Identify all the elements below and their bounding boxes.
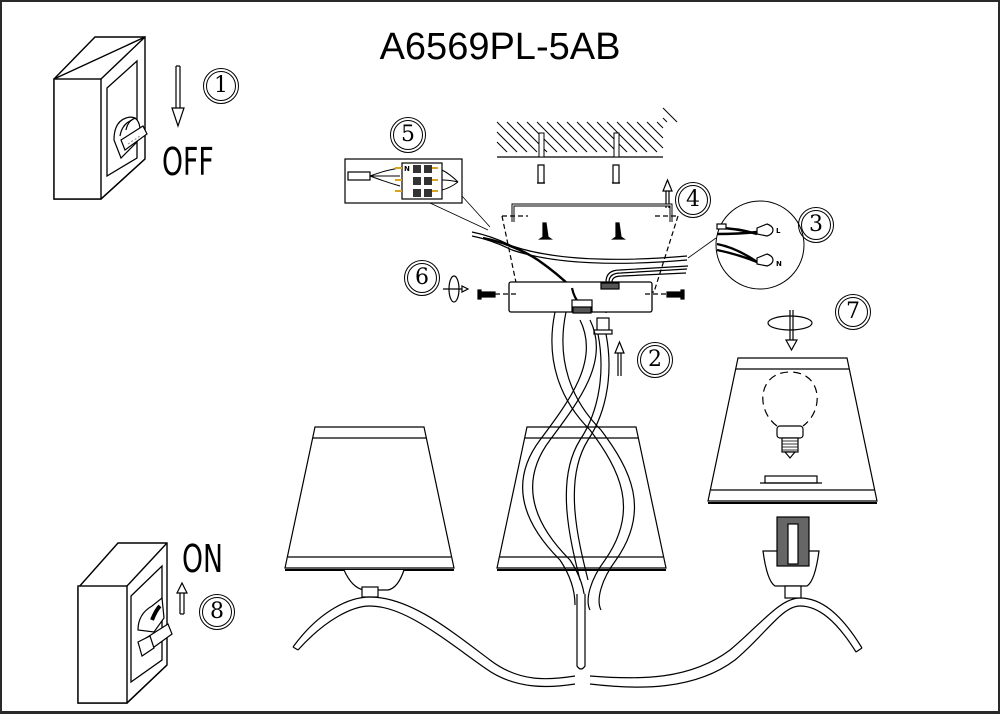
on-label: ON xyxy=(182,537,223,581)
ceiling-hatch xyxy=(496,107,678,158)
step-number: 6 xyxy=(415,265,429,290)
step-number: 5 xyxy=(401,122,415,147)
hatch-line xyxy=(656,121,664,129)
step-1-badge: 1 xyxy=(203,68,239,104)
arrow-up-step2 xyxy=(614,340,625,376)
step-5-badge: 5 xyxy=(390,117,426,153)
hatch-line xyxy=(536,121,568,153)
switch-on-icon xyxy=(77,542,173,704)
step-6-badge: 6 xyxy=(404,260,440,296)
wire-connector-detail: L N xyxy=(687,200,805,290)
hatch-line xyxy=(662,117,668,123)
step-4-badge: 4 xyxy=(675,182,711,218)
hatch-line xyxy=(496,131,518,153)
hatch-line xyxy=(586,121,618,153)
step-number: 4 xyxy=(686,187,700,212)
canopy xyxy=(508,281,653,314)
hatch-line xyxy=(646,121,664,139)
step-number: 1 xyxy=(214,73,228,98)
step-number: 7 xyxy=(846,299,860,324)
arrow-down-icon xyxy=(171,65,185,128)
hatch-line xyxy=(566,121,598,153)
hatch-line xyxy=(496,121,528,153)
terminal-n-label: N xyxy=(404,165,410,173)
step-7-badge: 7 xyxy=(835,294,871,330)
mounting-bracket xyxy=(511,203,673,222)
hatch-line xyxy=(636,121,664,149)
arrow-up-icon xyxy=(176,581,188,615)
step-8-badge: 8 xyxy=(199,594,235,630)
wall-plug-icon xyxy=(537,164,620,184)
hatch-line xyxy=(662,107,678,123)
step-number: 8 xyxy=(210,599,224,624)
hatch-line xyxy=(576,121,608,153)
rotate-screw-icon xyxy=(443,275,470,303)
terminal-block-detail: N xyxy=(344,158,491,231)
step-3-badge: 3 xyxy=(798,207,834,243)
rotate-bulb-icon xyxy=(767,310,813,352)
hatch-line xyxy=(546,121,578,153)
model-title: A6569PL-5AB xyxy=(379,26,621,68)
step-number: 2 xyxy=(648,347,662,372)
live-label: L xyxy=(776,227,781,235)
hatch-line xyxy=(616,121,648,153)
off-label: OFF xyxy=(162,140,214,184)
lamp-shade-middle xyxy=(496,426,667,571)
twisted-stems xyxy=(521,311,636,670)
hatch-line xyxy=(506,121,538,153)
switch-off-icon xyxy=(53,35,148,200)
lamp-socket-right xyxy=(762,516,820,599)
hatch-line xyxy=(606,121,638,153)
step-2-badge: 2 xyxy=(637,342,673,378)
hatch-line xyxy=(556,121,588,153)
step-number: 3 xyxy=(809,212,823,237)
neutral-label: N xyxy=(776,260,782,268)
hatch-line xyxy=(496,141,508,153)
lamp-arms xyxy=(292,596,863,688)
hatch-line xyxy=(596,121,628,153)
screw-icon xyxy=(538,222,626,240)
hatch-line xyxy=(626,121,658,153)
light-bulb-icon xyxy=(762,371,818,459)
lamp-shade-left xyxy=(284,426,455,598)
threaded-nipple xyxy=(593,317,613,335)
